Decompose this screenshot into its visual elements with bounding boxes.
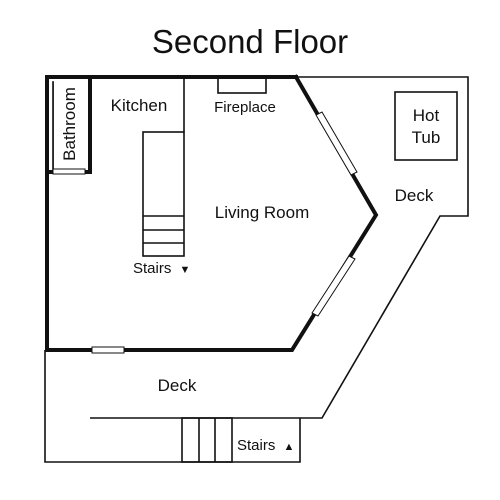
bathroom-label: Bathroom [60, 87, 79, 161]
hot-tub-label-line1: Hot [413, 106, 440, 125]
stairs-up-arrow-icon: ▲ [284, 441, 295, 453]
living-room-label: Living Room [215, 203, 310, 222]
window-living-lower-right [311, 255, 356, 317]
deck-bottom-label: Deck [158, 376, 197, 395]
floor-plan-title: Second Floor [152, 23, 348, 60]
window-bathroom [52, 168, 86, 175]
hot-tub-label-line2: Tub [412, 128, 441, 147]
stairs-down-arrow-icon: ▼ [180, 264, 191, 276]
outer-outline [44, 350, 301, 463]
interior-stairs [142, 131, 185, 257]
window-living-upper-right [315, 111, 358, 176]
exterior-stairs-text: Stairs [237, 437, 275, 454]
deck-right-outline [90, 76, 469, 419]
exterior-stairs [181, 417, 233, 463]
window-living-bottom [91, 346, 125, 354]
kitchen-label: Kitchen [111, 96, 168, 115]
fireplace-box [217, 76, 267, 94]
hot-tub-box [394, 91, 458, 161]
fireplace-label: Fireplace [214, 99, 276, 116]
interior-stairs-text: Stairs [133, 260, 171, 277]
interior-stairs-label: Stairs ▼ [133, 260, 190, 277]
building-walls [45, 74, 379, 352]
deck-right-label: Deck [395, 186, 434, 205]
exterior-stairs-label: Stairs ▲ [237, 437, 294, 454]
